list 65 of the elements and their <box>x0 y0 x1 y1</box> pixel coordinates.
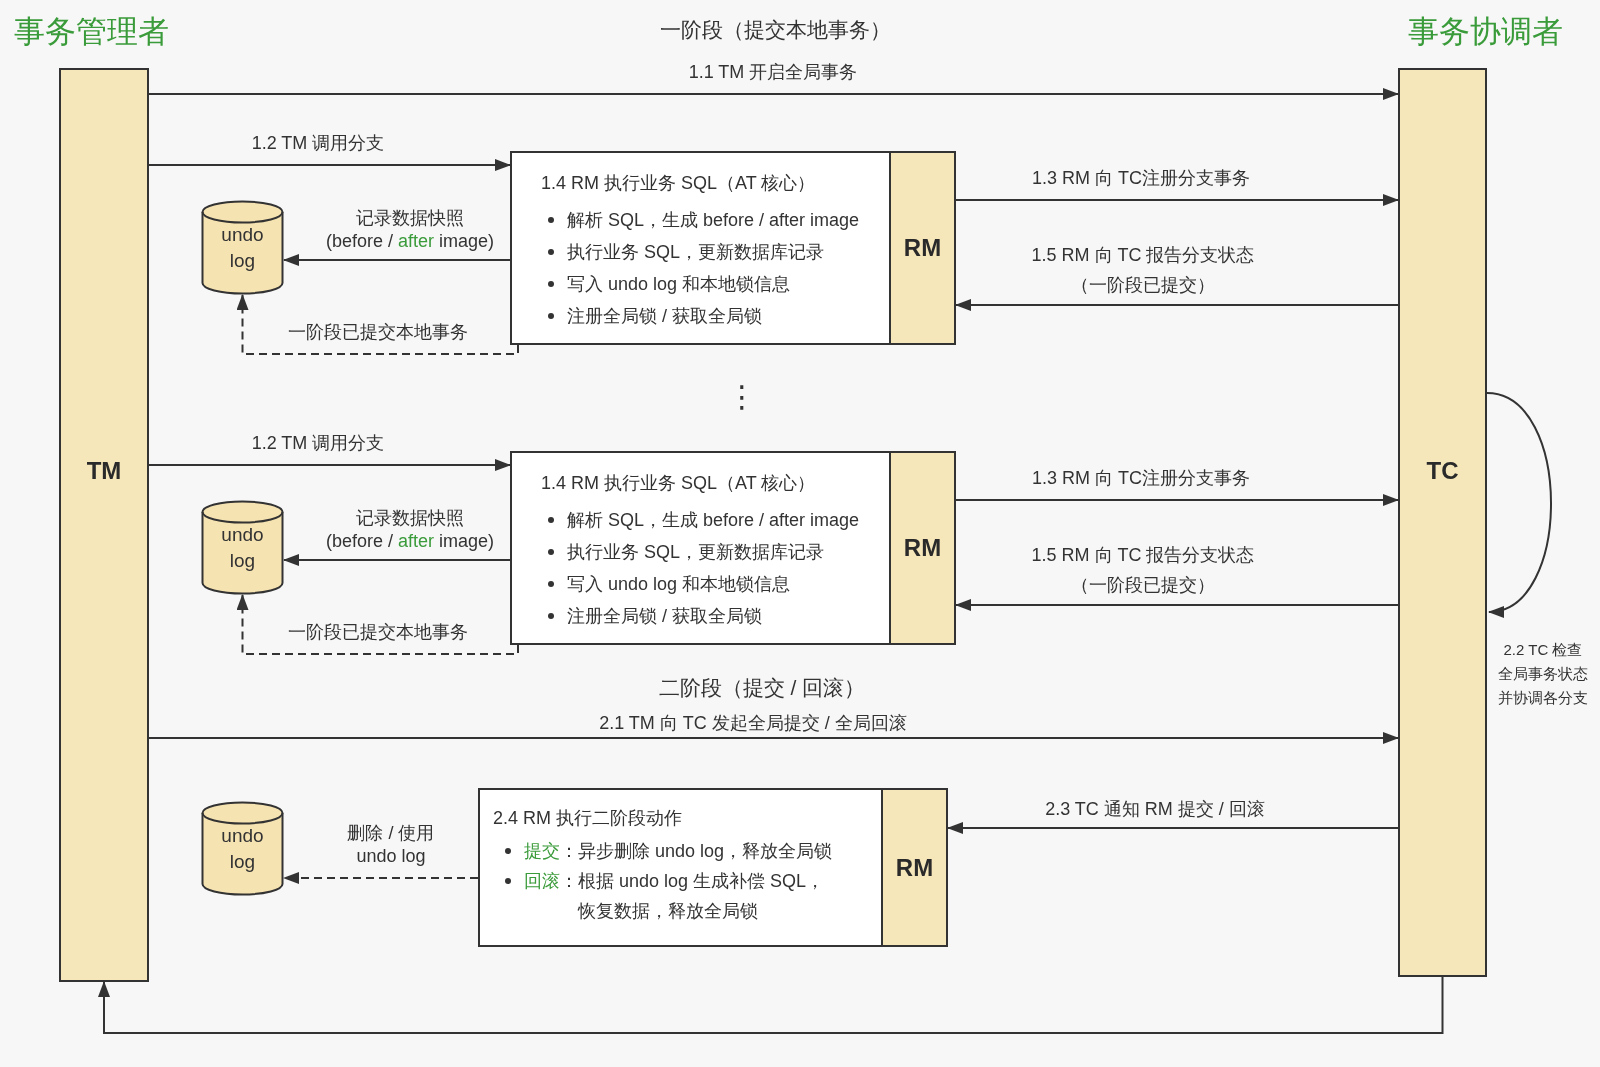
component-label: RM <box>895 852 934 883</box>
arrow <box>955 299 1399 311</box>
arrow <box>98 976 1444 1034</box>
process-box <box>510 451 956 645</box>
box-title: 2.4 RM 执行二阶段动作 <box>493 807 683 830</box>
edge-label: 记录数据快照 (before / after image) <box>325 206 495 253</box>
edge-label: 2.2 TC 检查全局事务状态并协调各分支 <box>1497 640 1589 708</box>
bullet-text: 回滚：根据 undo log 生成补偿 SQL，恢复数据，释放全局锁 <box>524 871 825 921</box>
edge-label: 1.3 RM 向 TC注册分支事务 <box>1032 467 1250 490</box>
edge-label: 2.1 TM 向 TC 发起全局提交 / 全局回滚 <box>599 712 907 735</box>
arrow <box>947 822 1399 834</box>
edge-label: 一阶段已提交本地事务 <box>288 621 468 644</box>
role-heading: 事务管理者 <box>13 13 169 51</box>
dashed-arrow <box>236 594 519 655</box>
arrow <box>148 459 511 471</box>
bullet-text: 注册全局锁 / 获取全局锁 <box>567 606 762 626</box>
arrow <box>148 159 511 171</box>
arrow <box>955 599 1399 611</box>
lifeline-bar <box>1398 68 1487 977</box>
bullet-text: 写入 undo log 和本地锁信息 <box>567 574 791 594</box>
component-box <box>881 788 948 947</box>
phase-heading: 一阶段（提交本地事务） <box>659 16 891 43</box>
bullet-text: 注册全局锁 / 获取全局锁 <box>567 306 762 326</box>
arrow <box>955 494 1399 506</box>
cylinder-label: undo log <box>220 523 265 573</box>
dashed-arrow <box>236 294 519 355</box>
edge-label: 1.3 RM 向 TC注册分支事务 <box>1032 167 1250 190</box>
bullet-text: 解析 SQL，生成 before / after image <box>567 210 860 230</box>
edge-label: 1.1 TM 开启全局事务 <box>688 61 858 84</box>
bullet-text: 执行业务 SQL，更新数据库记录 <box>567 542 825 562</box>
dashed-arrow <box>283 872 479 884</box>
bullet-text: 执行业务 SQL，更新数据库记录 <box>567 242 825 262</box>
lifeline-label: TC <box>1426 456 1459 486</box>
box-title: 1.4 RM 执行业务 SQL（AT 核心） <box>541 172 816 195</box>
process-box <box>478 788 948 947</box>
component-box <box>889 451 956 645</box>
box-title: 1.4 RM 执行业务 SQL（AT 核心） <box>541 472 816 495</box>
edge-label: 2.3 TC 通知 RM 提交 / 回滚 <box>1045 798 1265 821</box>
process-box <box>510 151 956 345</box>
edge-label: 1.2 TM 调用分支 <box>251 432 385 455</box>
edge-label: 记录数据快照 (before / after image) <box>325 506 495 553</box>
lifeline-label: TM <box>86 456 122 486</box>
bullet-text: 写入 undo log 和本地锁信息 <box>567 274 791 294</box>
bullet-text: 解析 SQL，生成 before / after image <box>567 510 860 530</box>
edge-label: 删除 / 使用 undo log <box>347 822 435 868</box>
role-heading: 事务协调者 <box>1407 13 1563 51</box>
arrow <box>955 194 1399 206</box>
cylinder-label: undo log <box>220 824 265 874</box>
phase-heading: 二阶段（提交 / 回滚） <box>658 674 866 701</box>
arrow <box>148 88 1399 100</box>
edge-label: 1.5 RM 向 TC 报告分支状态（一阶段已提交） <box>1030 544 1256 597</box>
arrow <box>283 254 511 266</box>
cylinder-label: undo log <box>220 223 265 273</box>
edge-label: 1.2 TM 调用分支 <box>251 132 385 155</box>
component-box <box>889 151 956 345</box>
vertical-ellipsis: ⋮ <box>727 377 757 416</box>
loop-arrow <box>1486 392 1552 615</box>
component-label: RM <box>903 233 942 263</box>
bullet-text: 提交：异步删除 undo log，释放全局锁 <box>524 841 833 861</box>
lifeline-bar <box>59 68 149 982</box>
component-label: RM <box>903 533 942 563</box>
edge-label: 1.5 RM 向 TC 报告分支状态（一阶段已提交） <box>1030 244 1256 297</box>
arrow <box>283 554 511 566</box>
edge-label: 一阶段已提交本地事务 <box>288 321 468 344</box>
arrow <box>148 732 1399 744</box>
